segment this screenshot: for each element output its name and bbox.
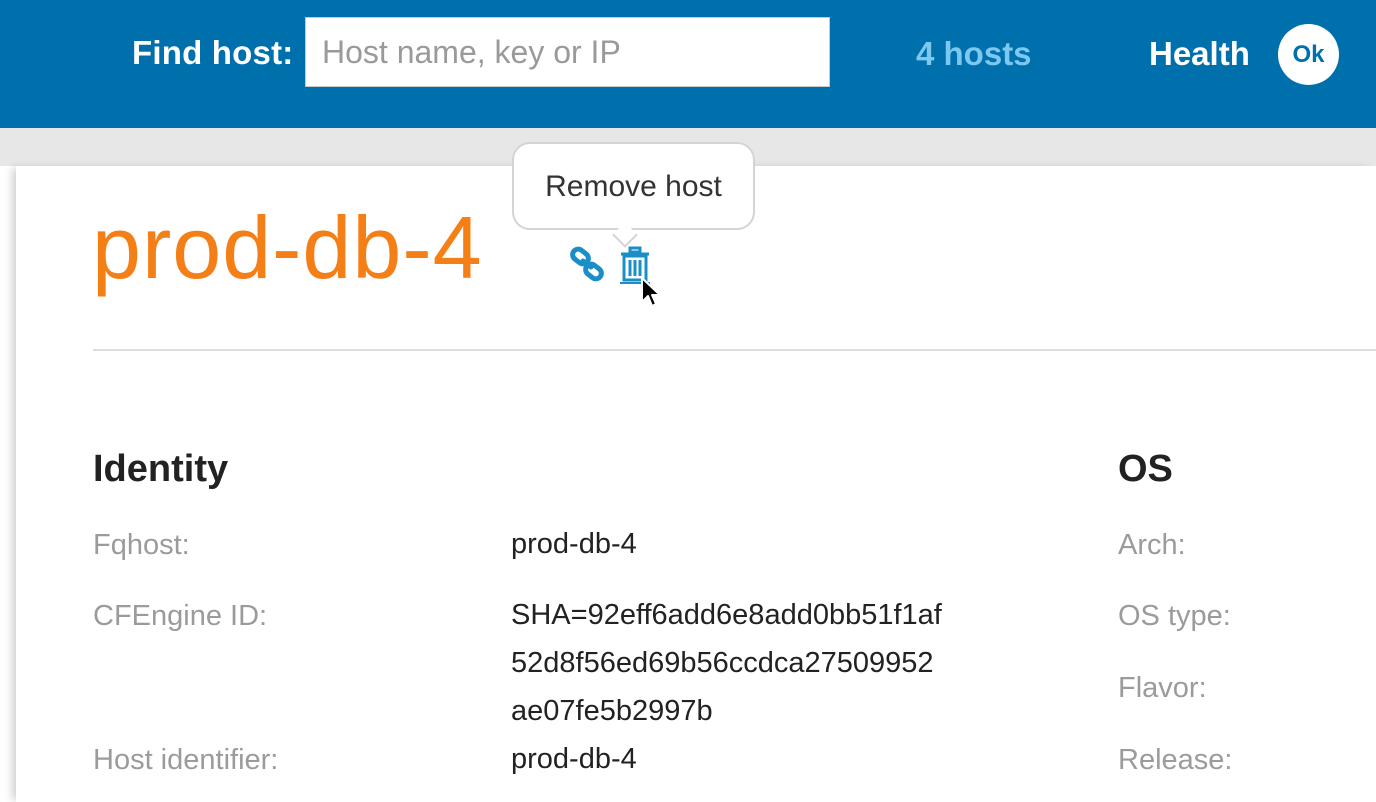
os-type-label: OS type: (1118, 600, 1231, 632)
host-search-input[interactable] (305, 17, 830, 87)
os-section-title: OS (1118, 448, 1173, 490)
fqhost-label: Fqhost: (93, 529, 190, 561)
health-label: Health (1149, 35, 1250, 72)
arch-label: Arch: (1118, 529, 1186, 561)
fqhost-value: prod-db-4 (511, 528, 637, 560)
cfengine-id-value-line-1: SHA=92eff6add6e8add0bb51f1af (511, 599, 942, 631)
identity-section-title: Identity (93, 448, 229, 490)
release-label: Release: (1118, 744, 1233, 776)
top-header-bar: Find host: 4 hosts Health Ok (0, 0, 1376, 128)
remove-host-tooltip: Remove host (512, 142, 755, 230)
hosts-count-link[interactable]: 4 hosts (916, 35, 1032, 72)
link-icon[interactable] (569, 246, 605, 282)
cfengine-id-value-line-2: 52d8f56ed69b56ccdca27509952 (511, 647, 934, 679)
title-divider (93, 349, 1376, 351)
cfengine-id-label: CFEngine ID: (93, 600, 268, 632)
cursor-icon (641, 277, 661, 307)
flavor-label: Flavor: (1118, 672, 1207, 704)
health-status-badge[interactable]: Ok (1278, 24, 1339, 85)
trash-icon[interactable] (619, 246, 651, 284)
cfengine-id-value-line-3: ae07fe5b2997b (511, 695, 713, 727)
host-identifier-value: prod-db-4 (511, 743, 637, 775)
host-title: prod-db-4 (92, 198, 483, 297)
host-identifier-label: Host identifier: (93, 744, 279, 776)
find-host-label: Find host: (132, 34, 294, 71)
host-details-card (16, 166, 1376, 802)
